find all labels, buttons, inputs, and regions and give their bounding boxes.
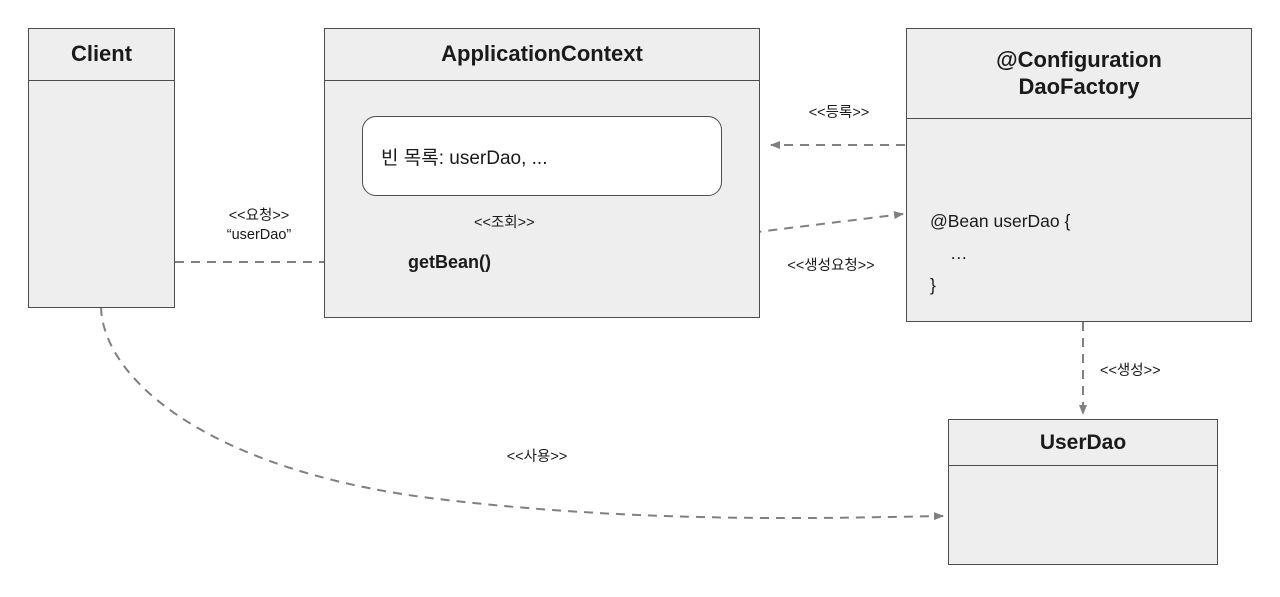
dao-factory-code-line-2: … xyxy=(950,243,968,263)
node-client-title: Client xyxy=(29,29,174,81)
bean-list-box[interactable]: 빈 목록: userDao, ... xyxy=(362,116,722,196)
edge-request-label-line1: <<요청>> xyxy=(228,208,290,224)
bean-list-text: 빈 목록: userDao, ... xyxy=(381,147,548,169)
node-dao-factory-title-line2: DaoFactory xyxy=(1018,73,1140,99)
node-application-context-title: ApplicationContext xyxy=(325,29,759,81)
node-dao-factory-title-line1: @Configuration xyxy=(996,47,1162,73)
edge-create-request-label: <<생성요청>> xyxy=(787,258,875,274)
node-dao-factory[interactable]: @Configuration DaoFactory @Bean userDao … xyxy=(906,28,1252,322)
edge-request-label-line2: “userDao” xyxy=(226,227,292,243)
node-dao-factory-title: @Configuration DaoFactory xyxy=(907,29,1251,119)
edge-lookup-label: <<조회>> xyxy=(474,215,535,231)
get-bean-label[interactable]: getBean() xyxy=(408,252,492,272)
dao-factory-code-line-1: @Bean userDao { xyxy=(930,211,1071,231)
node-user-dao[interactable]: UserDao xyxy=(948,419,1218,565)
edge-use xyxy=(100,306,944,521)
edge-create-label: <<생성>> xyxy=(1100,363,1161,379)
edge-register-label: <<등록>> xyxy=(808,105,870,121)
dao-factory-code-line-3: } xyxy=(930,275,936,295)
node-dao-factory-body: @Bean userDao { … } xyxy=(907,119,1251,319)
edge-use-label: <<사용>> xyxy=(506,449,568,465)
node-user-dao-title: UserDao xyxy=(949,420,1217,466)
node-client-body xyxy=(29,81,174,307)
node-client[interactable]: Client xyxy=(28,28,175,308)
node-user-dao-body xyxy=(949,466,1217,564)
